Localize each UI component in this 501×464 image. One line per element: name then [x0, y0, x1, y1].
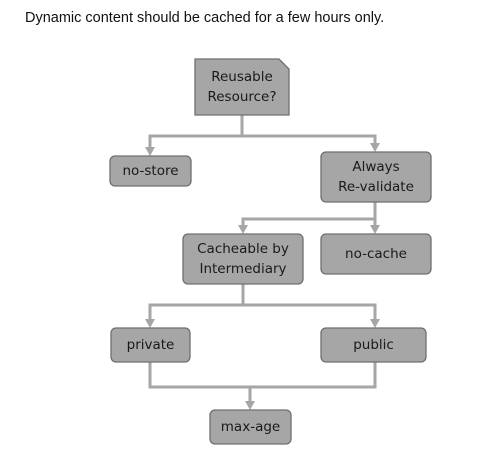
node-shape — [194, 58, 290, 116]
connector-reusable-to-always-revalidate — [242, 134, 380, 152]
connector-always-revalidate-to-no-cache — [370, 219, 380, 234]
connector-line — [243, 303, 377, 325]
arrowhead-icon — [245, 401, 255, 410]
node-label-line: max-age — [221, 419, 280, 435]
node-shape — [320, 327, 427, 363]
node-label-line: Resource? — [207, 89, 276, 105]
node-shape — [209, 409, 292, 445]
connector-cacheable-to-private — [145, 284, 245, 328]
connector-line — [148, 115, 244, 153]
node-label-line: public — [353, 337, 394, 353]
connector-cacheable-to-public — [243, 303, 380, 328]
connector-layer — [145, 115, 380, 410]
node-label-line: Re-validate — [338, 179, 414, 195]
arrowhead-icon — [145, 147, 155, 156]
connector-line — [148, 284, 245, 325]
connector-line — [242, 134, 377, 149]
node-shape — [182, 233, 304, 285]
connector-reusable-to-no-store — [145, 115, 244, 156]
node-shape — [110, 327, 191, 363]
page-caption: Dynamic content should be cached for a f… — [25, 10, 385, 26]
node-no-store: no-store — [109, 155, 192, 187]
node-public: public — [320, 327, 427, 363]
connector-private-to-max-age — [148, 362, 255, 410]
node-label-line: Intermediary — [199, 261, 286, 277]
node-shape — [109, 155, 192, 187]
arrowhead-icon — [238, 225, 248, 234]
node-label-line: no-store — [122, 163, 178, 179]
node-label-line: Cacheable by — [197, 241, 289, 257]
node-no-cache: no-cache — [320, 233, 432, 275]
connector-line — [148, 362, 252, 407]
node-shape — [320, 151, 432, 203]
connector-always-revalidate-to-cacheable — [238, 202, 377, 234]
node-shape — [320, 233, 432, 275]
arrowhead-icon — [145, 319, 155, 328]
node-label-line: Always — [352, 159, 399, 175]
arrowhead-icon — [370, 319, 380, 328]
arrowhead-icon — [370, 225, 380, 234]
node-cacheable: Cacheable by Intermediary — [182, 233, 304, 285]
node-max-age: max-age — [209, 409, 292, 445]
node-label-line: private — [127, 337, 175, 353]
connector-line — [241, 202, 377, 231]
node-label-line: Reusable — [211, 69, 273, 85]
arrowhead-icon — [370, 143, 380, 152]
node-private: private — [110, 327, 191, 363]
connector-public-to-max-age — [250, 362, 377, 389]
connector-line — [250, 362, 377, 389]
node-label-line: no-cache — [345, 246, 407, 262]
